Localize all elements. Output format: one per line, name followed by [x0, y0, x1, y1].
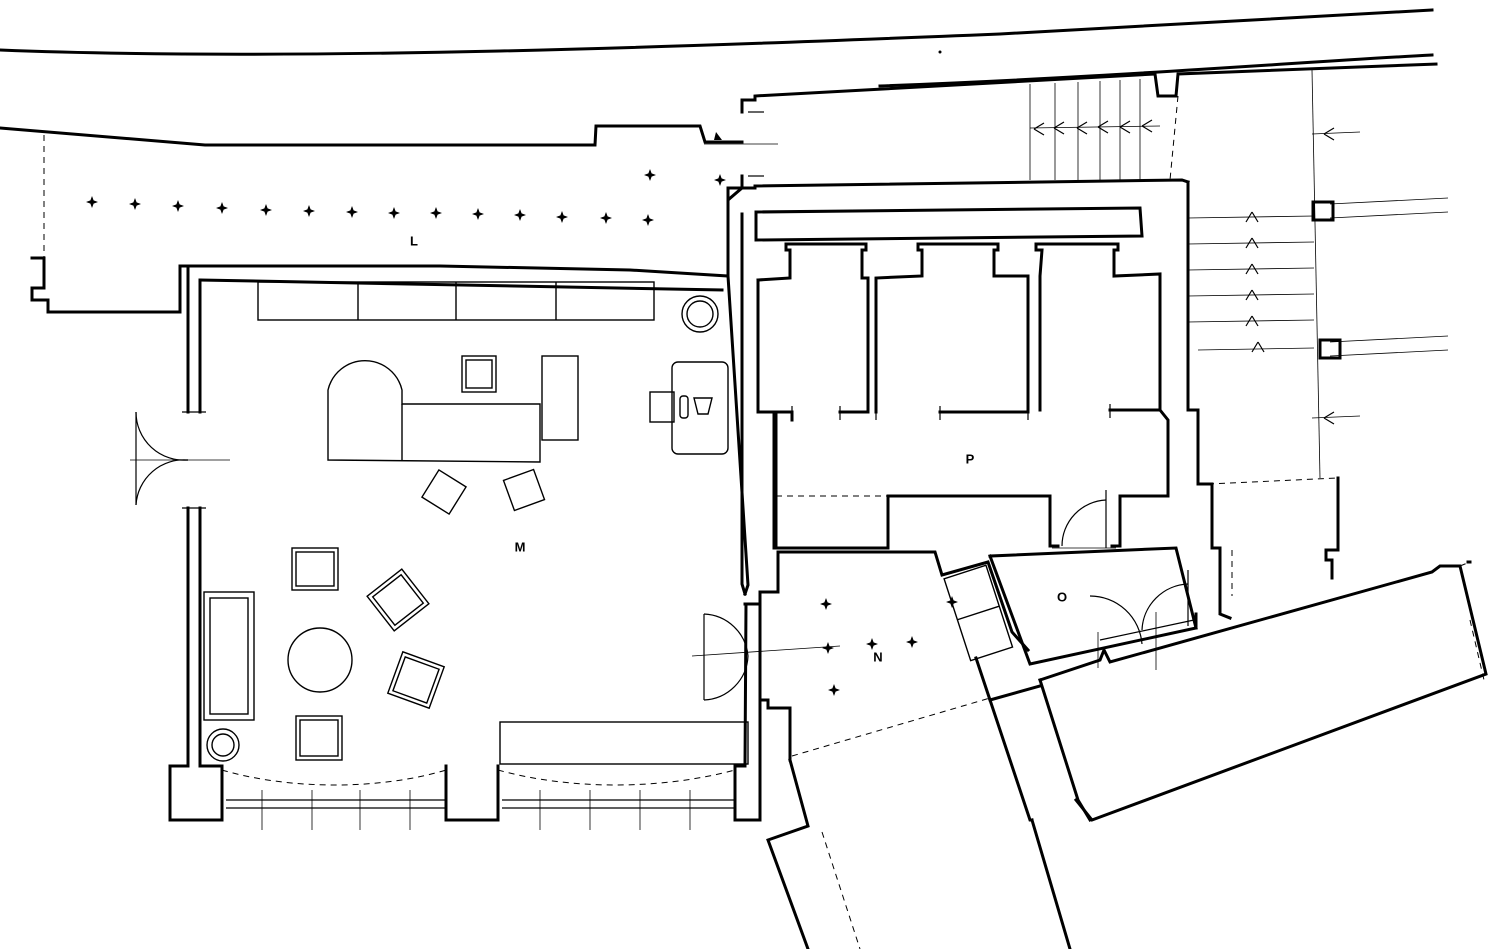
- room-p: [726, 185, 1170, 596]
- ceiling-light-mark: [906, 636, 918, 648]
- ceiling-light-mark: [129, 198, 141, 210]
- ceiling-light-mark: [820, 598, 832, 610]
- ceiling-light-mark: [644, 169, 656, 181]
- stair-arrow: [1245, 315, 1259, 327]
- stair-arrow: [1245, 289, 1259, 301]
- room-label-m: M: [515, 539, 526, 554]
- ceiling-light-mark: [430, 207, 442, 219]
- doors-m: [130, 411, 841, 701]
- stair-arrow: [1323, 411, 1335, 425]
- ceiling-light-mark: [822, 642, 834, 654]
- stair-arrow: [1076, 121, 1088, 135]
- upper-block: [704, 62, 1438, 190]
- room-n: [758, 550, 1042, 762]
- stair-arrows: [1033, 119, 1335, 425]
- ceiling-light-mark: [642, 214, 654, 226]
- stair-arrow: [1141, 119, 1153, 133]
- survey-dot: [938, 50, 942, 54]
- furniture-m: [203, 281, 749, 765]
- stair-arrow: [1033, 122, 1045, 136]
- ceiling-light-mark: [260, 204, 272, 216]
- ceiling-light-mark: [600, 212, 612, 224]
- ceiling-light-mark: [946, 596, 958, 608]
- ceiling-light-mark: [556, 211, 568, 223]
- ceiling-light-mark: [303, 205, 315, 217]
- ceiling-light-mark: [346, 206, 358, 218]
- stair-arrow: [1323, 127, 1335, 141]
- ceiling-light-mark: [866, 638, 878, 650]
- room-label-n: N: [873, 649, 882, 664]
- stair-arrow: [1097, 120, 1109, 134]
- ceiling-light-mark: [388, 207, 400, 219]
- ceiling-light-mark: [472, 208, 484, 220]
- corridor-l: [0, 124, 744, 314]
- lower-blocks: [766, 560, 1488, 949]
- room-label-p: P: [966, 451, 975, 466]
- room-m: [168, 264, 762, 830]
- room-label-o: O: [1057, 589, 1067, 604]
- room-o: [988, 546, 1198, 670]
- stair-arrow: [1251, 341, 1265, 353]
- right-strip: [1186, 69, 1485, 681]
- stair-arrow: [1245, 211, 1259, 223]
- ceiling-lights-n: [820, 596, 958, 696]
- ceiling-light-mark: [514, 209, 526, 221]
- ceiling-light-mark: [828, 684, 840, 696]
- stair-arrow: [1245, 237, 1259, 249]
- ceiling-light-mark: [86, 196, 98, 208]
- ceiling-light-mark: [216, 202, 228, 214]
- stair-arrow: [1119, 120, 1131, 134]
- room-label-l: L: [410, 233, 418, 248]
- ceiling-light-mark: [714, 174, 726, 186]
- stair-arrow: [1245, 263, 1259, 275]
- ceiling-lights-l: [86, 169, 726, 226]
- stair-arrow: [1053, 121, 1065, 135]
- street-edges: [0, 8, 1434, 88]
- ceiling-light-mark: [172, 200, 184, 212]
